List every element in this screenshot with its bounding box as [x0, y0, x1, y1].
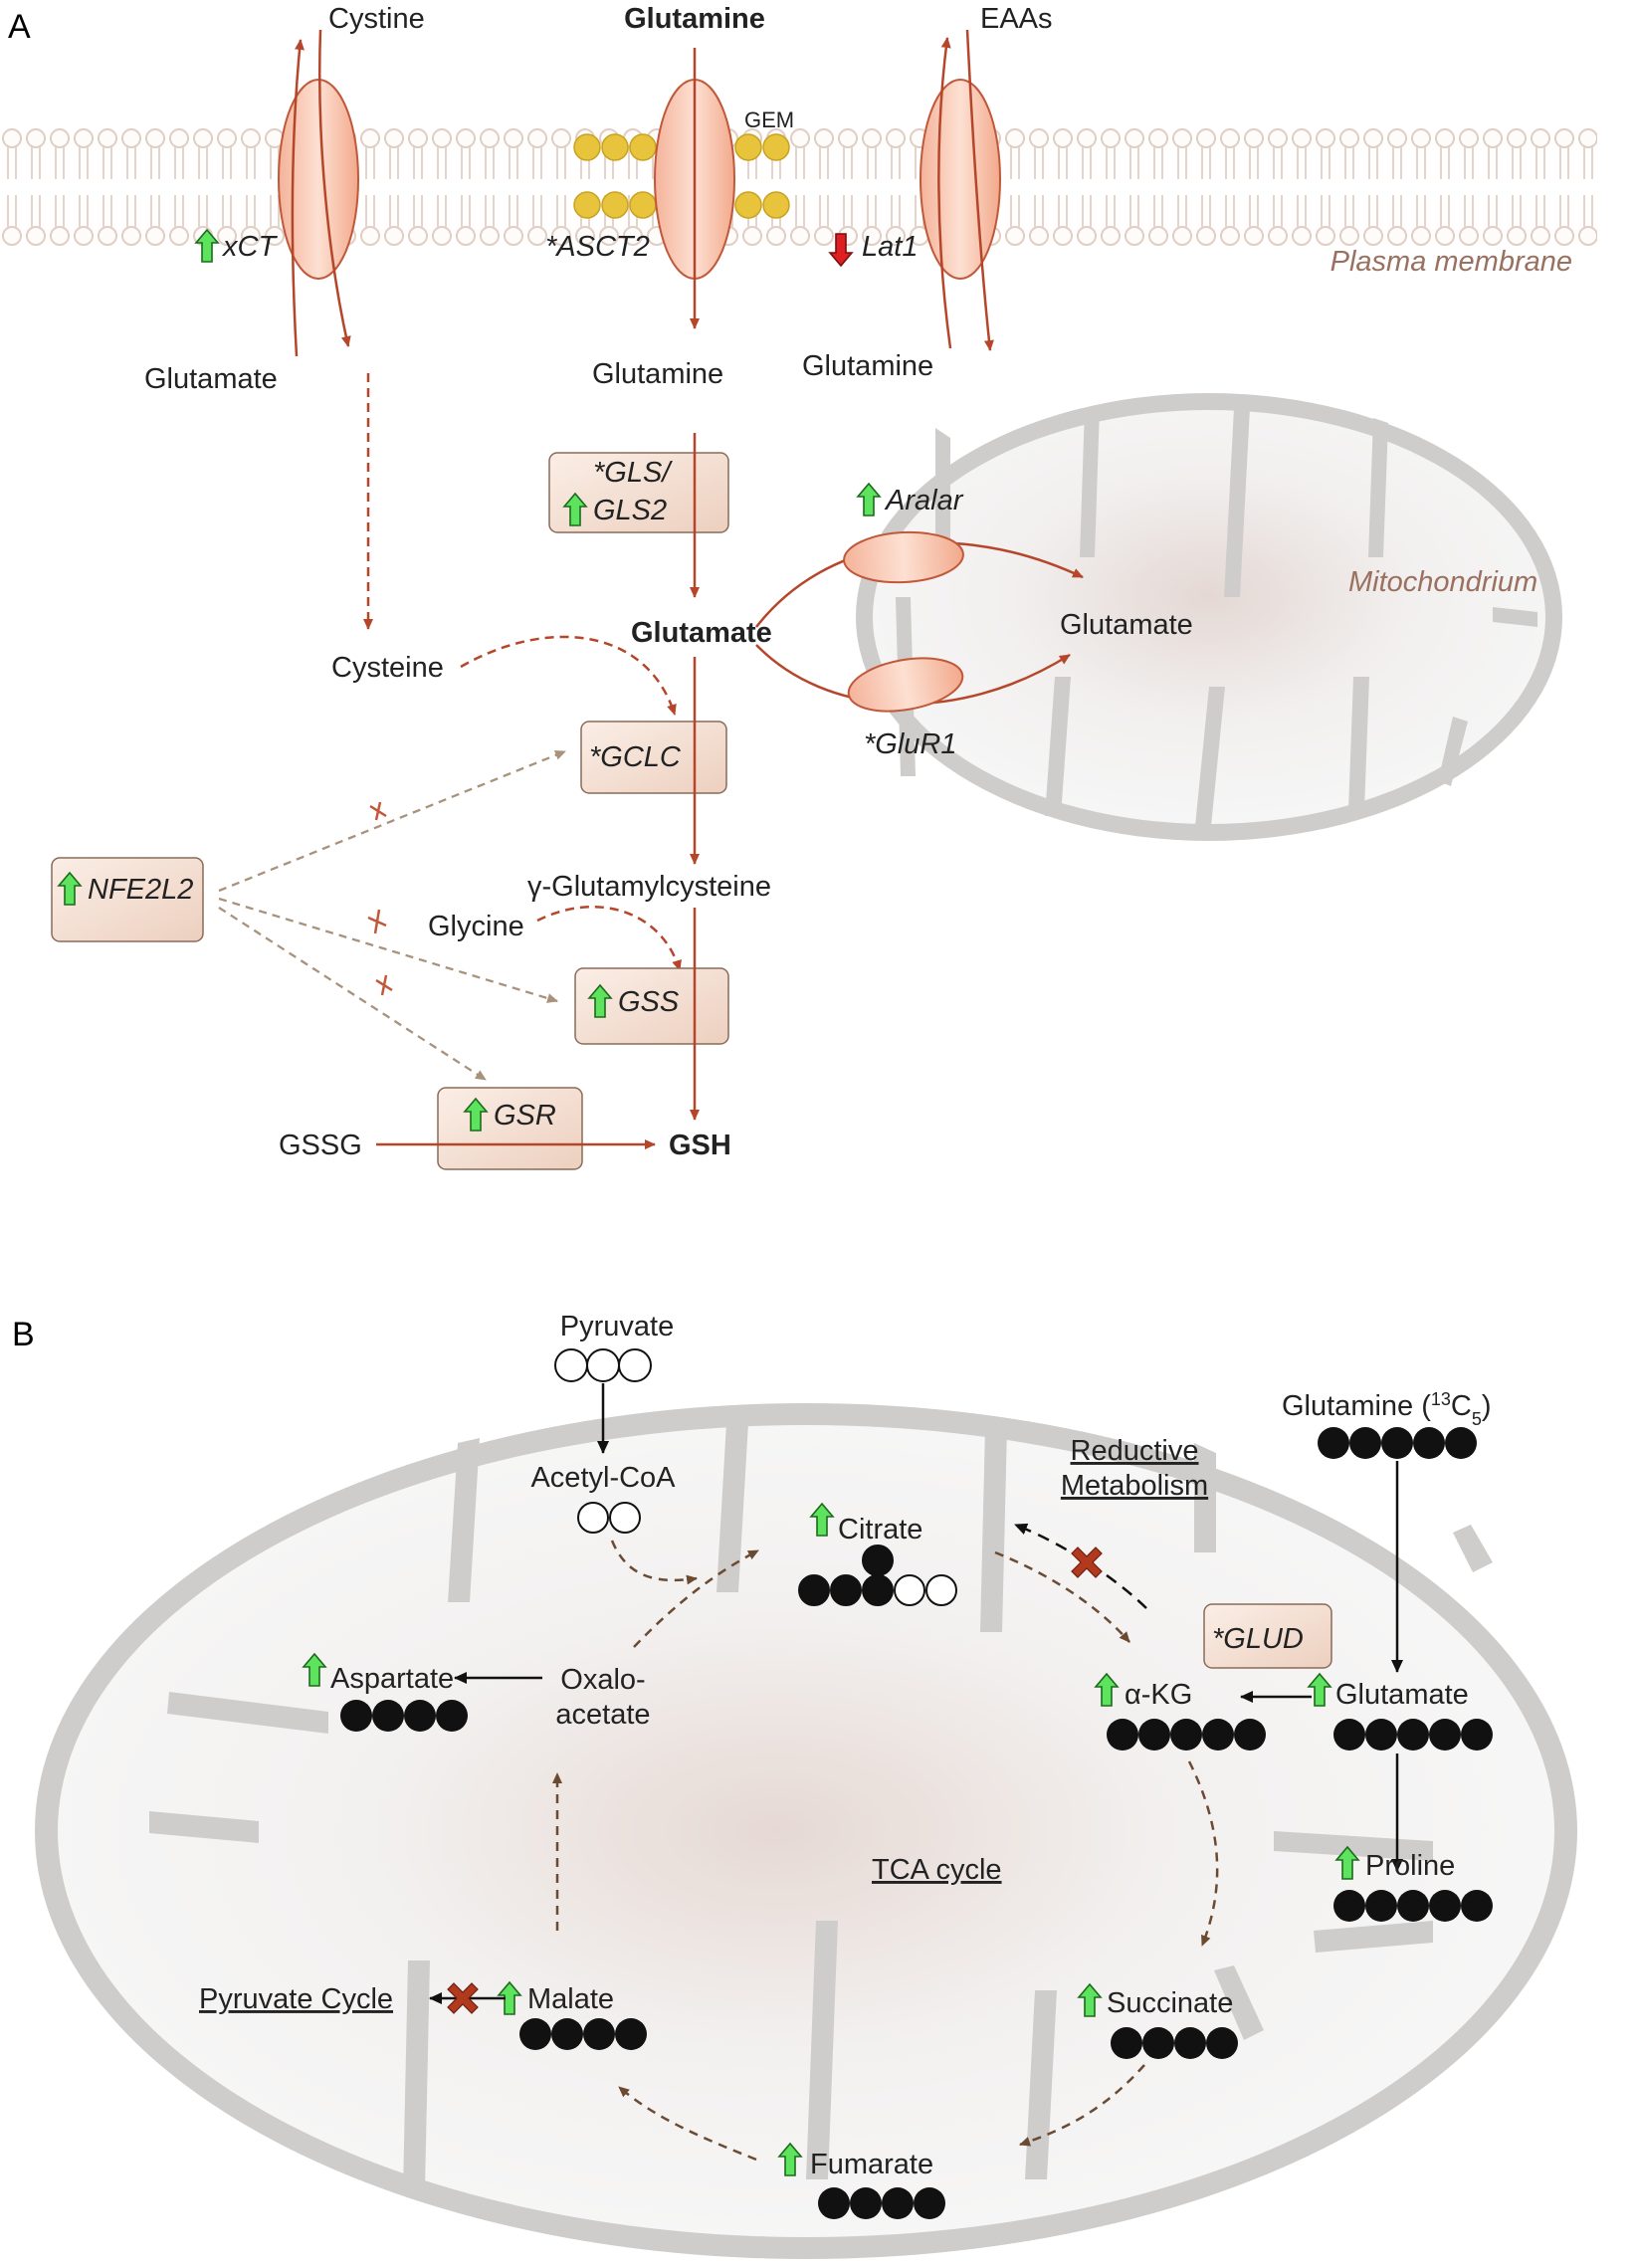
- arrow-oxaloacetate-to-citrate: [633, 1548, 759, 1648]
- asct2-label: *ASCT2: [545, 231, 650, 263]
- glutamine-exchange-label: Glutamine: [802, 350, 933, 382]
- akg-label: α-KG: [1125, 1679, 1192, 1711]
- aralar-up-arrow-icon: [857, 483, 881, 516]
- isotope-carbon: C: [1451, 1390, 1472, 1422]
- arrow-glutamate-out: [291, 39, 305, 357]
- xct-transporter: [278, 79, 359, 280]
- gsr-label: GSR: [494, 1100, 556, 1132]
- arrow-citrate-to-akg: [994, 1550, 1130, 1643]
- eaas-label: EAAs: [980, 3, 1053, 35]
- lat1-transporter: [920, 79, 1001, 280]
- gclc-enzyme-box: [580, 721, 727, 794]
- regulation-plus-marks: [367, 801, 393, 996]
- arrow-nfe2l2-gss: [218, 897, 558, 1003]
- aspartate-carbons: [340, 1700, 468, 1732]
- aralar-transporter: [843, 530, 964, 584]
- glud-label: *GLUD: [1212, 1623, 1304, 1655]
- glutamate-mito-label: Glutamate: [1060, 609, 1193, 641]
- oxaloacetate-label-line1: Oxalo-: [560, 1664, 645, 1696]
- arrow-glutamine-out: [937, 37, 952, 349]
- cysteine-label: Cysteine: [331, 652, 444, 684]
- mitochondrium-label: Mitochondrium: [1348, 566, 1537, 598]
- panel-b-label: B: [12, 1316, 35, 1353]
- pyruvate-carbons: [554, 1348, 652, 1382]
- isotope-superscript: 13: [1431, 1389, 1451, 1409]
- gls-label-line2: GLS2: [593, 495, 667, 526]
- plasma-membrane: [0, 127, 1597, 247]
- glutamate-center-label: Glutamate: [631, 617, 772, 649]
- arrow-eaas-in: [965, 29, 994, 351]
- akg-carbons: [1107, 1719, 1266, 1751]
- arrow-fumarate-to-malate: [618, 2086, 757, 2162]
- gamma-glutamylcysteine-label: γ-Glutamylcysteine: [527, 871, 771, 903]
- citrate-label: Citrate: [838, 1514, 922, 1546]
- acetyl-coa-carbons: [577, 1502, 641, 1534]
- nfe2l2-box: [51, 857, 204, 942]
- glutamine-top-label: Glutamine: [624, 3, 765, 35]
- glutamate-b-label: Glutamate: [1335, 1679, 1469, 1711]
- pyruvate-cycle-label: Pyruvate Cycle: [199, 1983, 393, 2015]
- cystine-label: Cystine: [328, 3, 425, 35]
- gls-label-line1: *GLS/: [593, 457, 673, 489]
- malate-carbons: [519, 2018, 647, 2050]
- gem-raft: [573, 133, 790, 219]
- glutamine-carbons: [1318, 1427, 1477, 1459]
- arrow-acetylcoa-to-citrate: [610, 1540, 698, 1585]
- glutamine-isotope-label: Glutamine (13C5): [1282, 1389, 1492, 1429]
- pyruvate-label: Pyruvate: [560, 1311, 674, 1342]
- arrow-cystine-in: [317, 29, 351, 347]
- acetyl-coa-label: Acetyl-CoA: [530, 1462, 676, 1494]
- fumarate-carbons: [818, 2187, 945, 2219]
- reductive-metabolism-line1: Reductive: [1071, 1435, 1199, 1467]
- glutamate-carbons: [1333, 1719, 1493, 1751]
- proline-label: Proline: [1365, 1850, 1455, 1882]
- mitochondrion-b: [35, 1403, 1577, 2259]
- gss-enzyme-box: [574, 967, 729, 1045]
- lat1-label: Lat1: [862, 231, 918, 263]
- proline-carbons: [1333, 1890, 1493, 1922]
- aralar-label: Aralar: [884, 485, 964, 516]
- glutamate-out-label: Glutamate: [144, 363, 278, 395]
- glur1-label: *GluR1: [864, 728, 957, 760]
- plasma-membrane-label: Plasma membrane: [1330, 246, 1572, 278]
- succinate-label: Succinate: [1107, 1987, 1233, 2019]
- glycine-label: Glycine: [428, 911, 524, 942]
- arrow-nfe2l2-gsr: [218, 907, 487, 1081]
- panel-a-label: A: [8, 8, 31, 46]
- glutamine-isotope-name: Glutamine (: [1282, 1390, 1431, 1422]
- arrow-succinate-to-fumarate: [1019, 2064, 1145, 2147]
- arrow-glycine-to-gss: [536, 906, 682, 971]
- gssg-label: GSSG: [279, 1130, 362, 1161]
- reductive-metabolism-line2: Metabolism: [1061, 1470, 1208, 1502]
- succinate-carbons: [1111, 2027, 1238, 2059]
- glutamine-in-label: Glutamine: [592, 358, 723, 390]
- gem-label: GEM: [744, 107, 794, 132]
- oxaloacetate-label-line2: acetate: [555, 1699, 650, 1731]
- arrow-akg-to-succinate: [1187, 1760, 1219, 1947]
- citrate-carbons: [798, 1545, 957, 1606]
- gls-enzyme-box: [548, 452, 729, 533]
- glur1-transporter: [847, 657, 964, 713]
- gss-label: GSS: [618, 986, 680, 1018]
- arrow-nfe2l2-gclc: [218, 749, 566, 893]
- fumarate-label: Fumarate: [810, 2149, 933, 2180]
- arrow-cysteine-to-gclc: [460, 635, 677, 716]
- glud-enzyme-box: [1203, 1603, 1332, 1669]
- aspartate-label: Aspartate: [330, 1663, 454, 1695]
- isotope-close: ): [1482, 1390, 1492, 1422]
- malate-label: Malate: [527, 1983, 614, 2015]
- gsh-label: GSH: [669, 1130, 731, 1161]
- gclc-label: *GCLC: [589, 741, 682, 773]
- mitochondrion-a: [856, 393, 1562, 841]
- nfe2l2-label: NFE2L2: [88, 874, 193, 906]
- tca-cycle-label: TCA cycle: [872, 1854, 1002, 1886]
- xct-label: xCT: [221, 231, 278, 263]
- isotope-subscript: 5: [1472, 1409, 1482, 1429]
